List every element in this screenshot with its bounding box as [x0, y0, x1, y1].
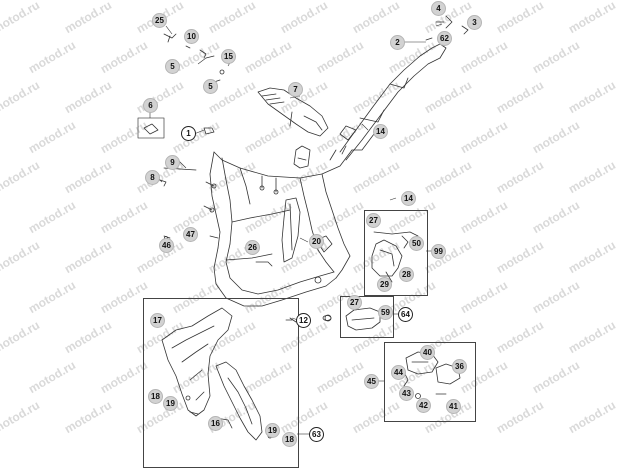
callout-44[interactable]: 44 [391, 365, 406, 380]
callout-27-lower[interactable]: 27 [347, 295, 362, 310]
callout-45[interactable]: 45 [364, 374, 379, 389]
callout-62[interactable]: 62 [437, 31, 452, 46]
part-63-drawing [161, 307, 273, 441]
callout-99[interactable]: 99 [431, 244, 446, 259]
callout-5-lower[interactable]: 5 [203, 79, 218, 94]
callout-14-lower[interactable]: 14 [401, 191, 416, 206]
callout-40[interactable]: 40 [420, 345, 435, 360]
subframe-drawing [329, 43, 447, 161]
callout-42[interactable]: 42 [416, 398, 431, 413]
part-6-drawing [143, 123, 159, 135]
callout-3[interactable]: 3 [467, 15, 482, 30]
callout-19-left[interactable]: 19 [163, 396, 178, 411]
callout-5-upper[interactable]: 5 [165, 59, 180, 74]
callout-17[interactable]: 17 [150, 313, 165, 328]
assembly-box-99 [364, 210, 428, 296]
callout-2[interactable]: 2 [390, 35, 405, 50]
assembly-box-64 [340, 296, 394, 338]
callout-46[interactable]: 46 [159, 238, 174, 253]
callout-43[interactable]: 43 [399, 386, 414, 401]
callout-64[interactable]: 64 [398, 307, 413, 322]
callout-12[interactable]: 12 [296, 313, 311, 328]
assembly-box-45 [384, 342, 476, 422]
callout-10[interactable]: 10 [184, 29, 199, 44]
callout-4[interactable]: 4 [431, 1, 446, 16]
callout-18-right[interactable]: 18 [282, 432, 297, 447]
callout-29[interactable]: 29 [377, 277, 392, 292]
callout-14-upper[interactable]: 14 [373, 124, 388, 139]
callout-63[interactable]: 63 [309, 427, 324, 442]
part-4-drawing [435, 15, 453, 29]
part-3-drawing [461, 25, 469, 35]
callout-47[interactable]: 47 [183, 227, 198, 242]
callout-18-left[interactable]: 18 [148, 389, 163, 404]
callout-15[interactable]: 15 [221, 49, 236, 64]
callout-7[interactable]: 7 [288, 82, 303, 97]
callout-19-right[interactable]: 19 [265, 423, 280, 438]
part-26-drawing [255, 261, 273, 267]
callout-25[interactable]: 25 [152, 13, 167, 28]
bracket-7-drawing [257, 87, 329, 137]
callout-28[interactable]: 28 [399, 267, 414, 282]
main-frame-drawing [203, 145, 353, 322]
callout-9[interactable]: 9 [165, 155, 180, 170]
callout-50[interactable]: 50 [409, 236, 424, 251]
callout-27-upper[interactable]: 27 [366, 213, 381, 228]
callout-8[interactable]: 8 [145, 170, 160, 185]
callout-20[interactable]: 20 [309, 234, 324, 249]
callout-36[interactable]: 36 [452, 359, 467, 374]
callout-41[interactable]: 41 [446, 399, 461, 414]
part-99-drawing [371, 231, 419, 283]
callout-6[interactable]: 6 [143, 98, 158, 113]
callout-26[interactable]: 26 [245, 240, 260, 255]
callout-59[interactable]: 59 [378, 305, 393, 320]
callout-1[interactable]: 1 [181, 126, 196, 141]
callout-16[interactable]: 16 [208, 416, 223, 431]
